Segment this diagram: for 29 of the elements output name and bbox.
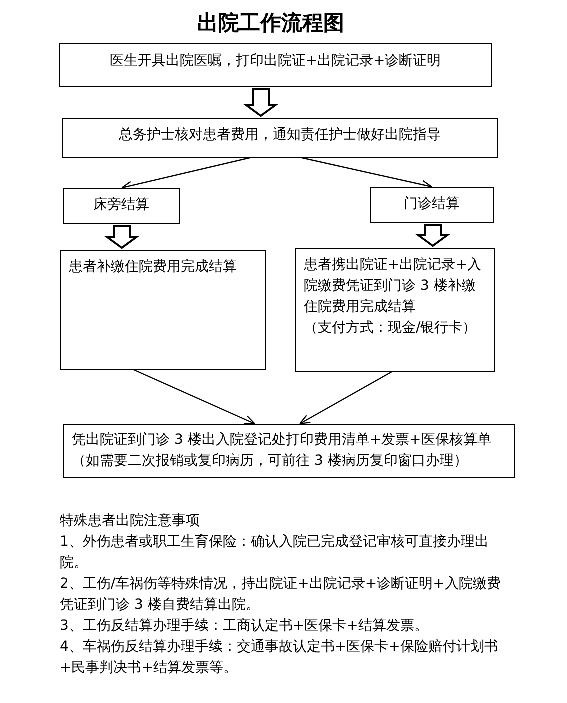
process-box (62, 118, 498, 158)
box-text: 医生开具出院医嘱，打印出院证+出院记录+诊断证明 (108, 52, 442, 71)
process-box (295, 248, 495, 372)
arrow (134, 369, 256, 425)
box-text: （支付方式：现金/银行卡） (304, 319, 478, 338)
note-item: 4、车祸伤反结算办理手续：交通事故认定书+医保卡+保险赔付计划书+民事判决书+结算发票等。 (60, 638, 500, 678)
block-arrow (104, 225, 140, 250)
arrow (302, 157, 433, 190)
block-arrow (242, 88, 280, 118)
notes-heading: 特殊患者出院注意事项 (60, 512, 201, 531)
block-arrow (414, 224, 452, 248)
box-text: 患者携出院证+出院记录+入院缴费凭证到门诊 3 楼补缴住院费用完成结算 (304, 256, 482, 317)
note-item: 2、工伤/车祸伤等特殊情况，持出院证+出院记录+诊断证明+入院缴费凭证到门诊 3 楼自费结算出院。 (60, 575, 502, 615)
arrow (299, 371, 392, 425)
process-box (63, 424, 515, 478)
box-text: 门诊结算 (403, 195, 461, 214)
box-text: 患者补缴住院费用完成结算 (69, 258, 238, 277)
note-item: 1、外伤患者或职工生育保险：确认入院已完成登记审核可直接办理出院。 (60, 533, 490, 573)
note-item: 3、工伤反结算办理手续：工商认定书+医保卡+结算发票。 (60, 617, 430, 636)
arrow (121, 157, 250, 190)
process-box (370, 187, 494, 223)
box-text: 总务护士核对患者费用，通知责任护士做好出院指导 (118, 126, 442, 145)
process-box (60, 250, 266, 370)
process-box (59, 43, 492, 87)
box-text: 床旁结算 (92, 196, 150, 215)
box-text: （如需要二次报销或复印病历，可前往 3 楼病历复印窗口办理） (72, 452, 469, 471)
box-text: 凭出院证到门诊 3 楼出入院登记处打印费用清单+发票+医保核算单 (72, 431, 492, 450)
process-box (63, 188, 180, 224)
diagram-title: 出院工作流程图 (196, 10, 346, 37)
